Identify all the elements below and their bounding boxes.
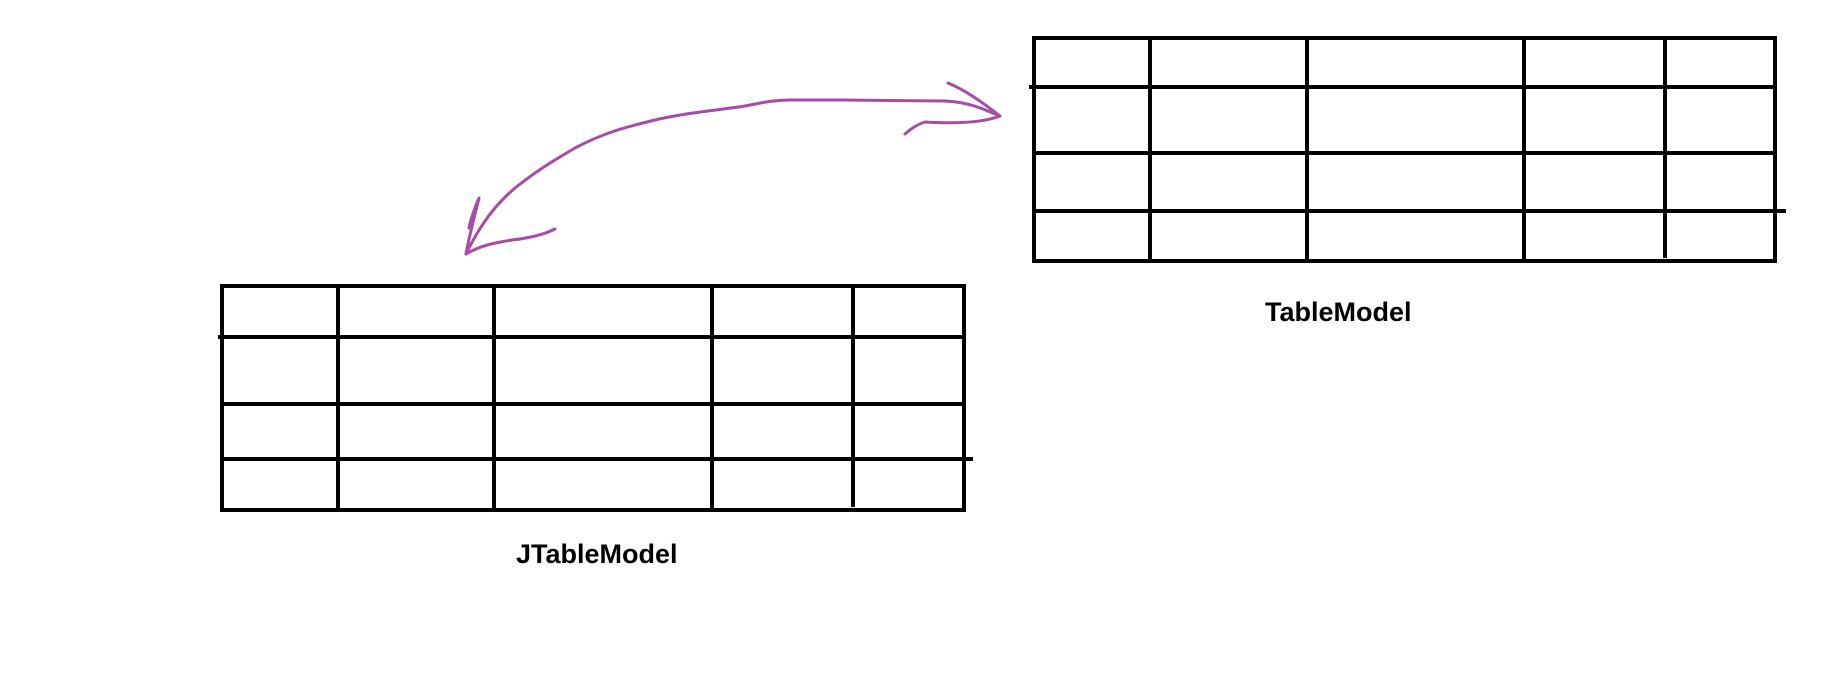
jtablemodel-caption: JTableModel [516,539,678,569]
tablemodel-outer-border [1032,36,1777,263]
connector-arrow-curve [464,98,1002,256]
jtablemodel-table [218,284,973,512]
connector-arrowhead-left-tick [467,198,480,230]
jtablemodel-outer-border [220,284,966,512]
tablemodel-table [1029,36,1786,263]
connector-arrow [464,81,1002,256]
connector-arrowhead-left [464,196,557,256]
connector-arrowhead-right [903,81,1002,136]
tablemodel-caption: TableModel [1265,297,1412,327]
